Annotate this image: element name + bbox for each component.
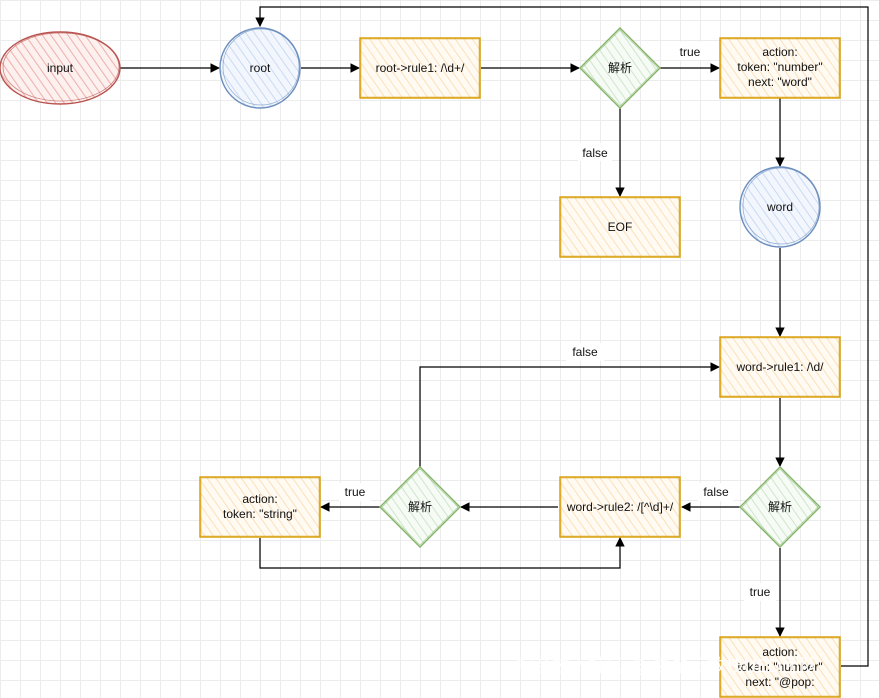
label-d2-true: true — [345, 485, 366, 499]
node-word[interactable]: word — [739, 166, 821, 248]
node-root[interactable]: root — [219, 27, 301, 109]
node-word-rule2-label: word->rule2: /[^\d]+/ — [566, 500, 674, 514]
node-action2-line1: action: — [242, 492, 277, 506]
node-input-label: input — [47, 61, 74, 75]
node-action1-line1: action: — [762, 45, 797, 59]
node-decision2[interactable]: 解析 — [379, 466, 461, 548]
node-action3-line2: token: "number" — [737, 660, 822, 674]
label-d1-true: true — [680, 45, 701, 59]
node-decision2-label: 解析 — [408, 500, 432, 514]
edges — [120, 6, 869, 667]
node-word-rule1[interactable]: word->rule1: /\d/ — [719, 336, 841, 398]
edge-labels: true false false true false true — [339, 42, 776, 601]
node-root-rule1-label: root->rule1: /\d+/ — [376, 61, 465, 75]
node-word-rule2[interactable]: word->rule2: /[^\d]+/ — [559, 476, 681, 538]
label-d3-false: false — [703, 485, 729, 499]
label-d3-true: true — [750, 585, 771, 599]
node-input[interactable]: input — [0, 31, 121, 105]
node-action3-line1: action: — [762, 645, 797, 659]
node-eof-label: EOF — [608, 220, 633, 234]
node-root-label: root — [250, 61, 271, 75]
node-action1-line2: token: "number" — [737, 60, 822, 74]
edge-action3-loop-root — [255, 6, 869, 667]
label-d2-false: false — [572, 345, 598, 359]
node-action3[interactable]: action: token: "number" next: "@pop: — [719, 636, 841, 698]
node-action2-line2: token: "string" — [223, 507, 297, 521]
edge-action2-wordrule2 — [259, 537, 625, 569]
node-decision1-label: 解析 — [608, 61, 632, 75]
node-word-label: word — [766, 200, 793, 214]
node-action1-line3: next: "word" — [748, 75, 812, 89]
node-decision3-label: 解析 — [768, 500, 792, 514]
node-decision1[interactable]: 解析 — [579, 27, 661, 109]
node-root-rule1[interactable]: root->rule1: /\d+/ — [359, 37, 481, 99]
node-eof[interactable]: EOF — [559, 196, 681, 258]
node-action1[interactable]: action: token: "number" next: "word" — [719, 37, 841, 99]
edge-decision2-wordrule1 — [419, 362, 720, 467]
node-decision3[interactable]: 解析 — [739, 466, 821, 548]
watermark: 掘金技术社区 @ 袋鼠云数栈UED团队 — [516, 656, 818, 677]
node-action2[interactable]: action: token: "string" — [199, 476, 321, 538]
label-d1-false: false — [582, 146, 608, 160]
node-word-rule1-label: word->rule1: /\d/ — [735, 360, 824, 374]
node-action3-line3: next: "@pop: — [745, 675, 814, 689]
